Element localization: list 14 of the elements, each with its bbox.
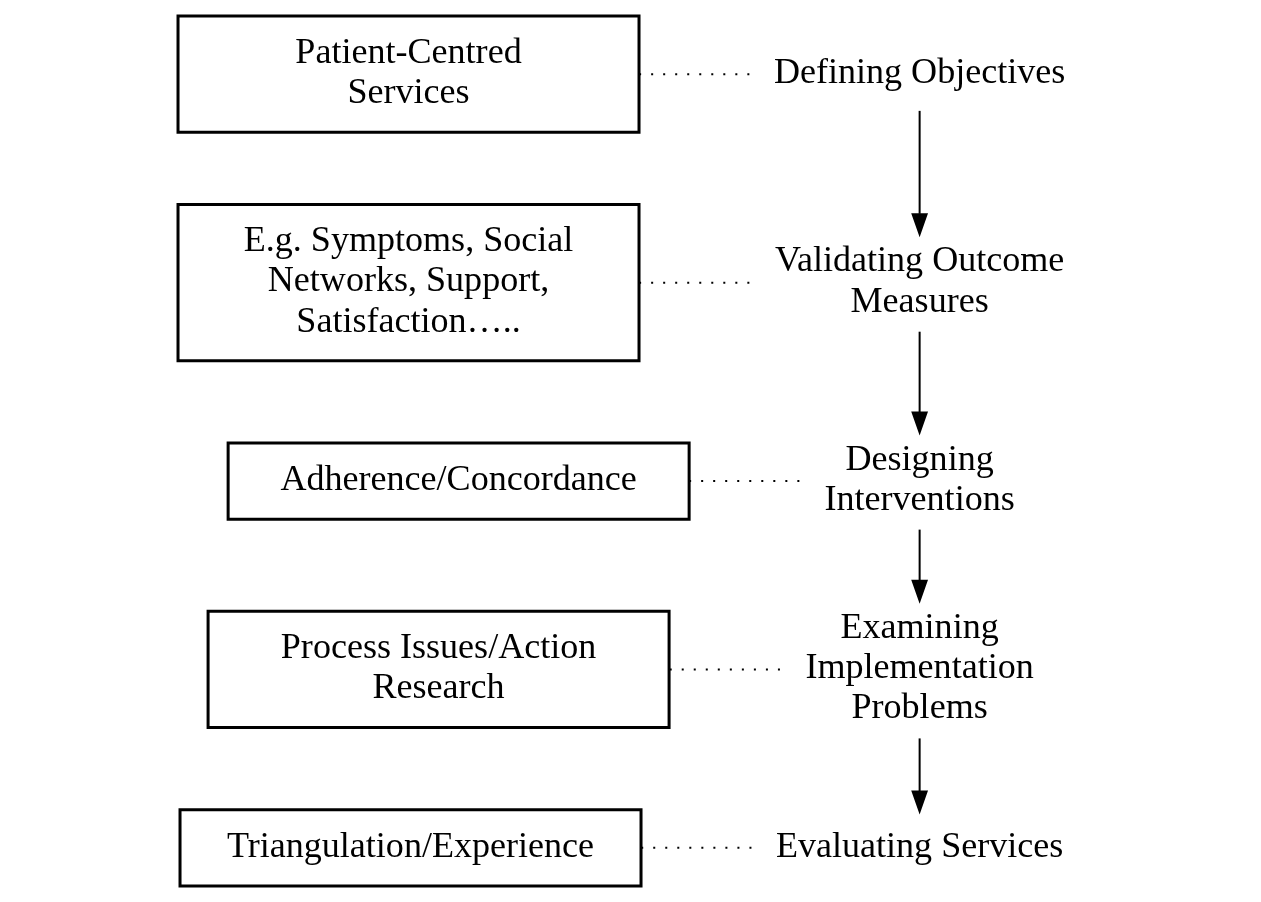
arrow <box>910 330 928 436</box>
node-box: Adherence/Concordance <box>226 441 691 521</box>
node-text: Validating Outcome Measures <box>774 239 1064 320</box>
arrow <box>910 737 928 815</box>
node-box: E.g. Symptoms, Social Networks, Support, Satisfaction….. <box>176 202 641 363</box>
arrow <box>910 528 928 604</box>
node-text: Defining Objectives <box>773 51 1065 91</box>
node-box: Triangulation/Experience <box>178 808 643 888</box>
node-box: Process Issues/Action Research <box>206 609 671 730</box>
node-text: Evaluating Services <box>775 824 1063 865</box>
arrow <box>910 109 928 238</box>
node-box: Patient-Centred Services <box>176 14 641 134</box>
node-text: Designing Interventions <box>823 437 1015 518</box>
node-text: Examining Implementation Problems <box>804 606 1034 727</box>
